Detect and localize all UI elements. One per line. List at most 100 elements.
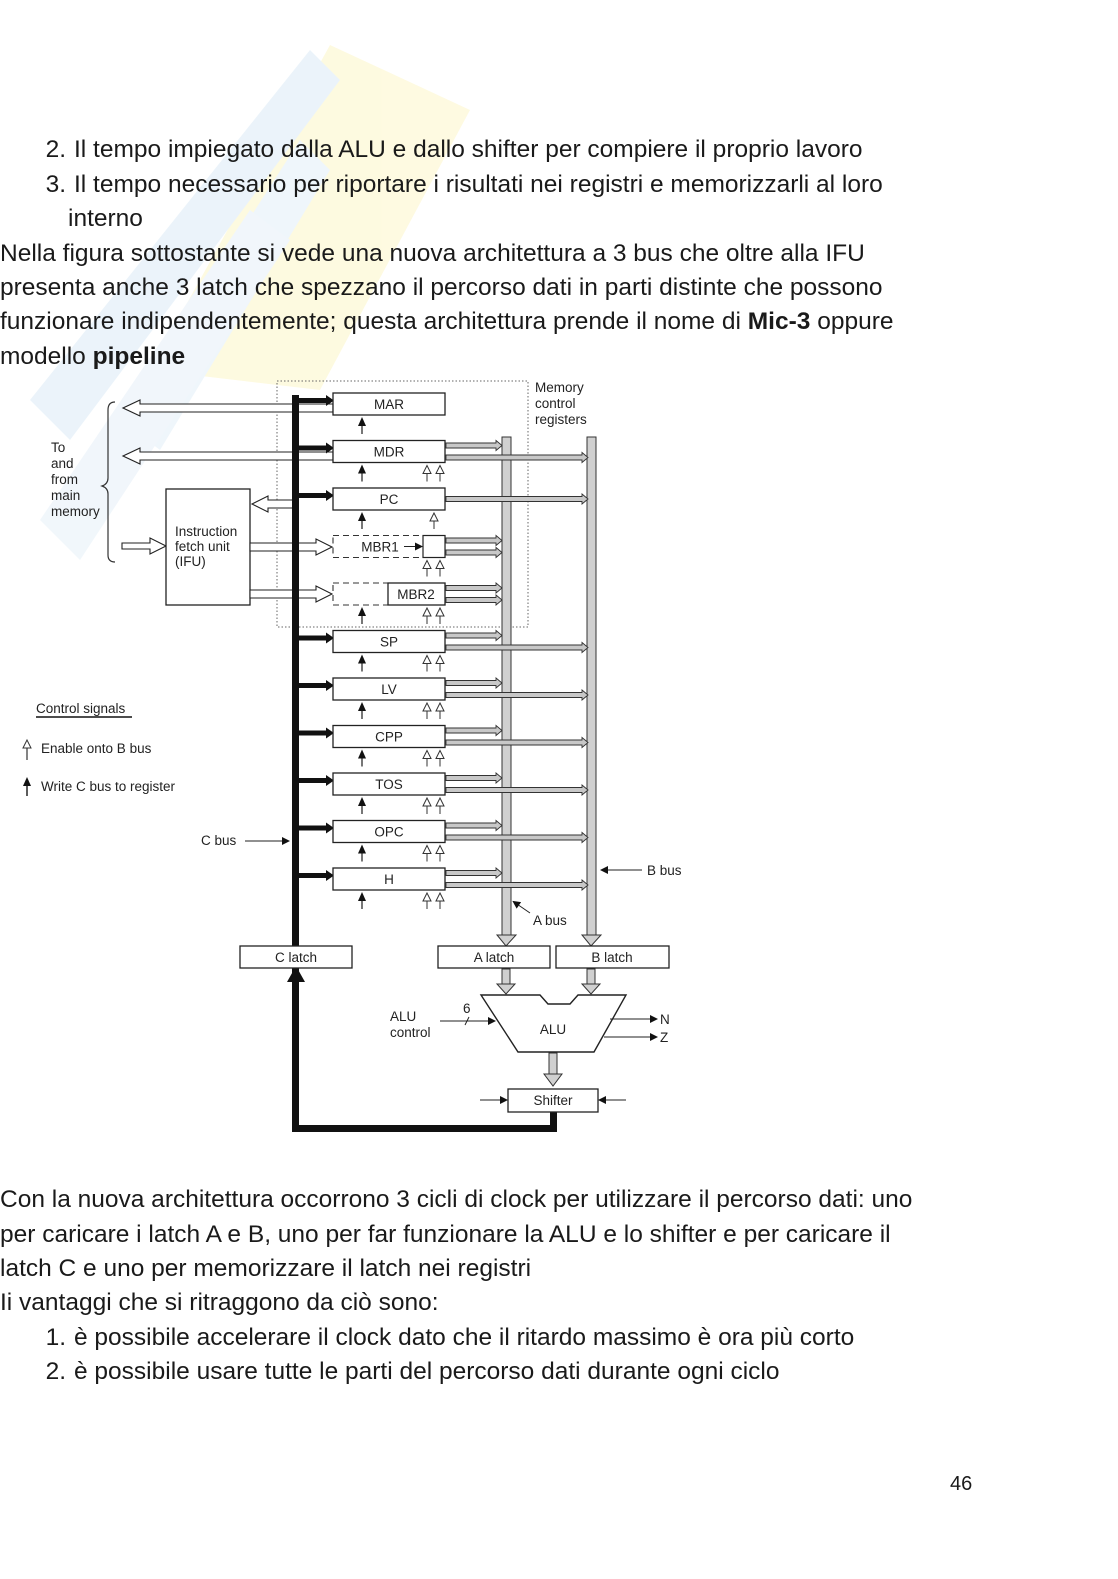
- ifu-label: Instruction fetch unit (IFU): [175, 524, 237, 569]
- svg-text:memory: memory: [51, 504, 100, 519]
- list-text: è possibile accelerare il clock dato che…: [74, 1324, 855, 1351]
- register-mar: MAR: [299, 392, 446, 434]
- alu: ALU: [479, 994, 628, 1053]
- alu-flags: N Z: [604, 1012, 670, 1045]
- svg-text:H: H: [384, 872, 394, 887]
- register-opc: OPC: [299, 819, 589, 862]
- c-bus: [292, 395, 299, 1132]
- svg-text:A latch: A latch: [474, 950, 515, 965]
- b-bus-label: B bus: [647, 863, 682, 878]
- text-run: modello: [0, 343, 93, 370]
- b-latch: B latch: [555, 945, 670, 969]
- paragraph-line: latch C e uno per memorizzare il latch n…: [0, 1255, 532, 1282]
- svg-text:CPP: CPP: [375, 730, 403, 745]
- mic3-datapath-diagram: Memory control registers To and from mai…: [22, 380, 682, 1132]
- text-run: funzionare indipendentemente; questa arc…: [0, 308, 748, 335]
- svg-text:Memory: Memory: [535, 380, 584, 395]
- a-bus: [501, 436, 512, 936]
- svg-text:MAR: MAR: [374, 397, 404, 412]
- paragraph-line: funzionare indipendentemente; questa arc…: [0, 305, 894, 339]
- c-latch-arrowhead: [287, 966, 305, 982]
- ifu-box: [165, 488, 251, 606]
- term-pipeline: pipeline: [92, 343, 186, 370]
- legend-enable: Enable onto B bus: [41, 741, 152, 756]
- c-bus-return: [292, 1125, 556, 1132]
- list-text: è possibile usare tutte le parti del per…: [74, 1358, 780, 1385]
- paragraph-line: presenta anche 3 latch che spezzano il p…: [0, 274, 883, 301]
- svg-text:ALU: ALU: [390, 1009, 416, 1024]
- a-latch: A latch: [437, 945, 551, 969]
- svg-text:C latch: C latch: [275, 950, 317, 965]
- svg-text:Instruction: Instruction: [175, 524, 237, 539]
- svg-text:registers: registers: [535, 412, 587, 427]
- svg-text:To: To: [51, 440, 65, 455]
- write-c-bus-icon: [23, 777, 31, 796]
- svg-text:(IFU): (IFU): [175, 554, 206, 569]
- list-number: 3.: [45, 171, 66, 198]
- svg-text:fetch unit: fetch unit: [175, 539, 230, 554]
- register-h: H: [299, 867, 589, 909]
- page-number: 46: [950, 1473, 973, 1495]
- list-text: Il tempo necessario per riportare i risu…: [74, 171, 883, 198]
- ifu-arrows: [249, 495, 334, 603]
- register-cpp: CPP: [299, 724, 589, 767]
- list-item-continuation: interno: [68, 205, 143, 232]
- paragraph-line: Ii vantaggi che si ritraggono da ciò son…: [0, 1289, 439, 1316]
- register-lv: LV: [299, 677, 589, 719]
- shifter-output: [550, 1112, 557, 1132]
- paragraph-line: Con la nuova architettura occorrono 3 ci…: [0, 1186, 913, 1213]
- paragraph-line: modello pipeline: [0, 340, 185, 374]
- a-bus-label: A bus: [533, 913, 567, 928]
- list-number: 2.: [45, 1358, 66, 1385]
- enable-onto-b-bus-icon: [22, 738, 32, 760]
- svg-text:and: and: [51, 456, 74, 471]
- shifter: Shifter: [480, 1088, 626, 1113]
- list-item: 2. è possibile usare tutte le parti del p…: [32, 1355, 780, 1389]
- register-mbr1: MBR1: [332, 534, 503, 577]
- register-pc: PC: [299, 487, 589, 529]
- b-bus: [586, 436, 597, 936]
- memory-label: To and from main memory: [51, 440, 100, 519]
- svg-text:OPC: OPC: [374, 825, 404, 840]
- alu-control-width: 6: [463, 1001, 471, 1016]
- term-mic3: Mic-3: [747, 308, 811, 335]
- paragraph-line: per caricare i latch A e B, uno per far …: [0, 1221, 891, 1248]
- svg-text:from: from: [51, 472, 78, 487]
- legend-title: Control signals: [36, 701, 126, 716]
- paragraph-line: Nella figura sottostante si vede una nuo…: [0, 240, 865, 267]
- c-latch: C latch: [239, 945, 353, 969]
- svg-text:TOS: TOS: [375, 777, 403, 792]
- svg-text:MBR2: MBR2: [397, 587, 435, 602]
- svg-text:ALU: ALU: [540, 1022, 566, 1037]
- register-mbr2: MBR2: [332, 582, 503, 624]
- register-mdr: MDR: [299, 439, 589, 482]
- alu-control: ALU control 6: [390, 1001, 496, 1040]
- svg-text:main: main: [51, 488, 80, 503]
- svg-text:MBR1: MBR1: [361, 540, 399, 555]
- svg-text:Shifter: Shifter: [533, 1093, 573, 1108]
- svg-text:LV: LV: [381, 682, 397, 697]
- memory-control-label: Memory control registers: [535, 380, 587, 427]
- list-number: 1.: [45, 1324, 66, 1351]
- c-bus-label: C bus: [201, 833, 237, 848]
- svg-text:control: control: [390, 1025, 431, 1040]
- svg-text:MDR: MDR: [374, 445, 405, 460]
- svg-text:B latch: B latch: [591, 950, 632, 965]
- text-run: oppure: [810, 308, 894, 335]
- register-tos: TOS: [299, 772, 589, 814]
- list-item: 1. è possibile accelerare il clock dato c…: [32, 1321, 855, 1355]
- list-number: 2.: [45, 136, 66, 163]
- list-item: 3. Il tempo necessario per riportare i ri…: [32, 168, 883, 202]
- list-item: 2. Il tempo impiegato dalla ALU e dallo s…: [32, 133, 863, 167]
- svg-text:control: control: [535, 396, 576, 411]
- flag-n: N: [660, 1012, 670, 1027]
- memory-bus-arrows: [121, 399, 334, 555]
- svg-text:PC: PC: [380, 492, 399, 507]
- register-sp: SP: [299, 629, 589, 672]
- legend-write: Write C bus to register: [41, 779, 176, 794]
- svg-text:SP: SP: [380, 635, 398, 650]
- flag-z: Z: [660, 1030, 668, 1045]
- list-text: Il tempo impiegato dalla ALU e dallo shi…: [74, 136, 863, 163]
- memory-brace: [100, 401, 116, 563]
